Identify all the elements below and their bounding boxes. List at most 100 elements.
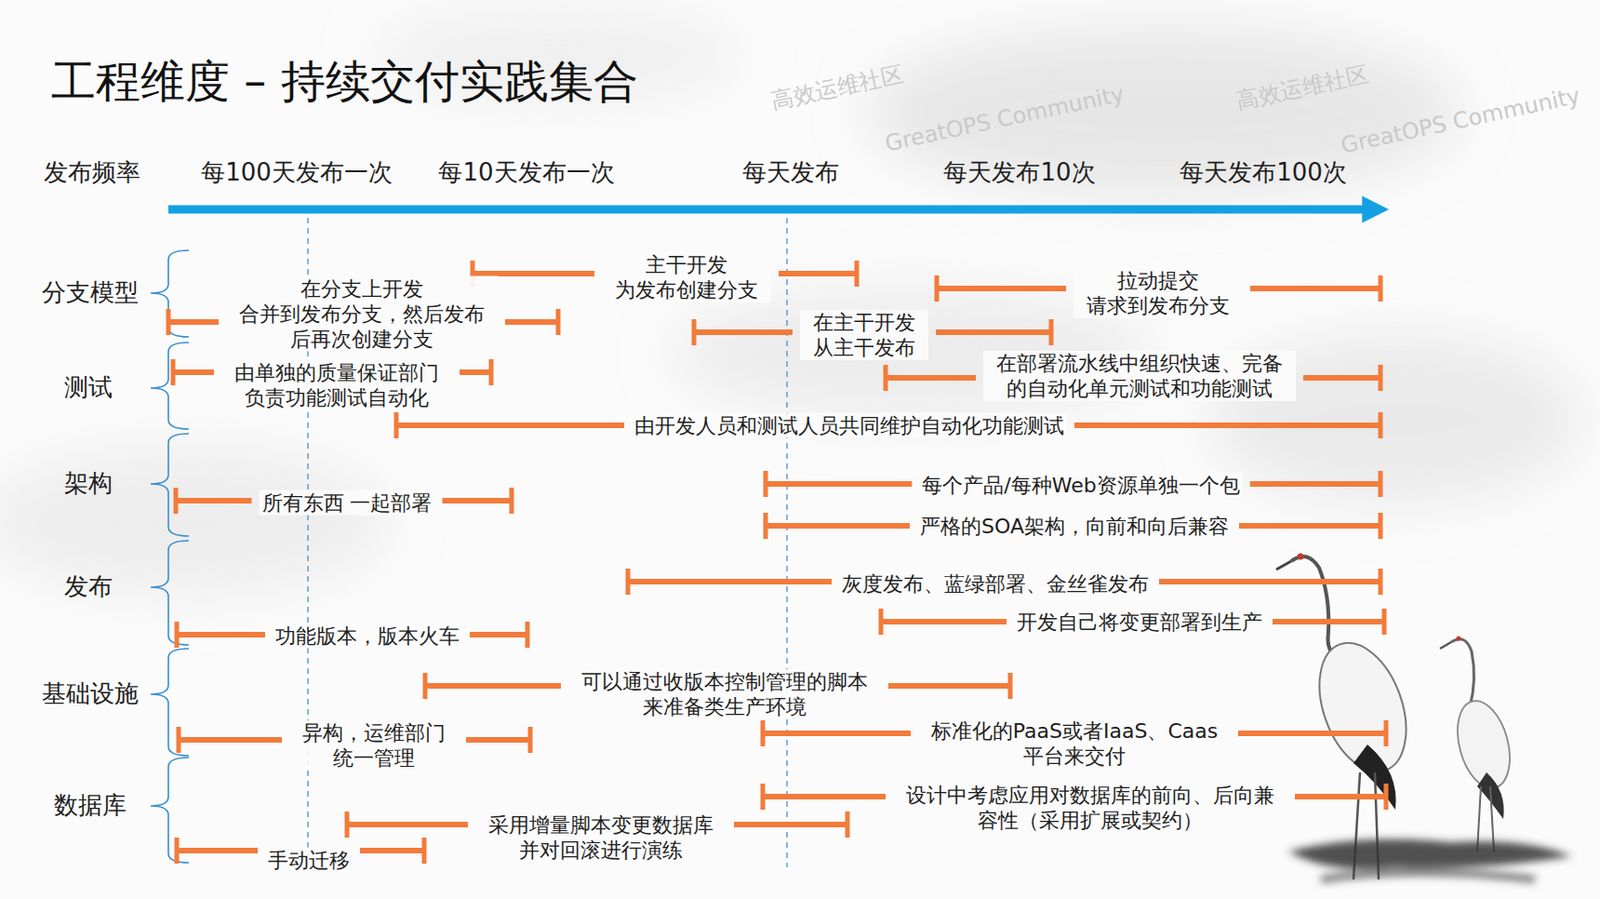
bar-end-cap xyxy=(763,512,769,539)
bar-end-cap xyxy=(692,319,697,346)
bar-end-cap xyxy=(845,811,851,838)
bar-end-cap xyxy=(1384,720,1389,747)
practice-bar xyxy=(425,682,561,689)
bar-end-cap xyxy=(509,487,515,514)
practice-bar xyxy=(762,730,911,736)
practice-label: 主干开发 为发布创建分支 xyxy=(601,252,772,303)
bar-end-cap xyxy=(763,470,769,497)
practice-bar xyxy=(935,329,1052,335)
practice-bar xyxy=(627,578,832,585)
category-braces xyxy=(150,250,189,863)
practice-bar xyxy=(885,374,976,381)
practice-bar xyxy=(1074,422,1381,428)
practice-label: 在主干开发 从主干发布 xyxy=(800,309,929,360)
bar-end-cap xyxy=(423,672,428,699)
bar-end-cap xyxy=(760,720,766,747)
category-label: 数据库 xyxy=(53,790,127,820)
bar-end-cap xyxy=(934,275,940,302)
practice-bar xyxy=(173,369,214,375)
frequency-label: 每天发布10次 xyxy=(943,158,1095,187)
practice-bar xyxy=(693,329,793,335)
practice-bar xyxy=(466,736,531,743)
practice-label: 在分支上开发 合并到发布分支，然后发布 后再次创建分支 xyxy=(226,276,498,352)
brace xyxy=(150,540,189,645)
practice-bar xyxy=(346,821,468,827)
frequency-label: 发布频率 xyxy=(43,158,141,187)
bar-end-cap xyxy=(1378,412,1384,439)
practice-bar xyxy=(178,736,282,743)
frequency-label: 每天发布100次 xyxy=(1179,158,1347,187)
guide-line xyxy=(786,217,787,867)
bar-end-cap xyxy=(879,608,884,635)
frequency-label: 每100天发布一次 xyxy=(200,158,393,187)
practice-bar xyxy=(168,319,219,325)
practice-bar xyxy=(360,847,425,854)
crane-illustration xyxy=(1276,553,1573,880)
frequency-label: 每10天发布一次 xyxy=(438,158,614,187)
category-label: 分支模型 xyxy=(41,278,139,307)
bar-end-cap xyxy=(1378,512,1384,539)
bar-end-cap xyxy=(1378,470,1384,497)
ink-mountains xyxy=(0,9,1582,596)
practice-bar xyxy=(888,682,1011,689)
bar-end-cap xyxy=(1049,319,1054,346)
practice-bar xyxy=(762,793,886,800)
bar-end-cap xyxy=(489,359,494,386)
practice-bar xyxy=(765,522,910,529)
bar-end-cap xyxy=(528,726,534,753)
bar-end-cap xyxy=(174,621,180,648)
practice-label: 拉动提交 请求到发布分支 xyxy=(1073,267,1243,319)
practice-bar xyxy=(1303,374,1381,381)
practice-bar xyxy=(936,285,1067,292)
practice-label: 功能版本，版本火车 xyxy=(272,623,463,649)
bar-end-cap xyxy=(422,837,427,864)
bar-end-cap xyxy=(760,783,766,810)
bar-end-cap xyxy=(1378,275,1384,302)
practice-bar xyxy=(469,631,528,638)
practice-label: 灰度发布、蓝绿部署、金丝雀发布 xyxy=(839,571,1152,597)
practice-label: 所有东西 一起部署 xyxy=(259,490,436,516)
slide-title: 工程维度 – 持续交付实践集合 xyxy=(51,54,639,109)
bar-end-cap xyxy=(176,726,182,753)
category-label: 测试 xyxy=(64,373,113,402)
practice-label: 异构，运维部门 统一管理 xyxy=(289,720,459,771)
practice-label: 开发自己将变更部署到生产 xyxy=(1013,609,1266,635)
practice-bar xyxy=(1238,730,1387,736)
practice-label: 采用增量脚本变更数据库 并对回滚进行演练 xyxy=(475,812,727,863)
bar-end-cap xyxy=(1378,364,1384,391)
practice-bar xyxy=(1250,480,1381,487)
practice-bar xyxy=(1239,522,1381,529)
practice-bar xyxy=(459,369,492,375)
brace xyxy=(150,342,189,429)
practice-label: 手动迁移 xyxy=(265,847,353,873)
bar-end-cap xyxy=(1378,568,1384,595)
bar-end-cap xyxy=(854,260,860,287)
practice-bar xyxy=(880,618,1007,625)
bar-end-cap xyxy=(525,621,531,648)
bar-end-cap xyxy=(166,308,172,335)
bar-end-cap xyxy=(173,487,179,514)
practice-label: 每个产品/每种Web资源单独一个包 xyxy=(919,472,1242,498)
practice-bar xyxy=(1159,578,1381,585)
frequency-label: 每天发布 xyxy=(742,158,840,187)
bar-end-cap xyxy=(1384,783,1389,810)
category-label: 架构 xyxy=(64,468,113,498)
practice-bar xyxy=(765,480,912,487)
bar-end-cap xyxy=(1382,608,1387,635)
practice-label: 由单独的质量保证部门 负责功能测试自动化 xyxy=(221,360,453,411)
practice-label: 设计中考虑应用对数据库的前向、后向兼 容性（采用扩展或契约） xyxy=(893,782,1288,833)
bar-end-cap xyxy=(394,412,400,439)
practice-bar xyxy=(733,821,848,827)
practice-bar xyxy=(396,422,625,428)
category-label: 基础设施 xyxy=(41,679,139,708)
bar-end-cap xyxy=(626,568,631,595)
brace xyxy=(150,433,189,536)
bar-end-cap xyxy=(883,364,889,391)
practice-bar xyxy=(1294,793,1387,800)
practice-bar xyxy=(1250,285,1381,292)
practice-bar xyxy=(505,319,559,325)
bar-end-cap xyxy=(1008,672,1014,699)
practice-label: 由开发人员和测试人员共同维护自动化功能测试 xyxy=(631,413,1067,439)
practice-label: 在部署流水线中组织快速、完备 的自动化单元测试和功能测试 xyxy=(983,350,1296,401)
